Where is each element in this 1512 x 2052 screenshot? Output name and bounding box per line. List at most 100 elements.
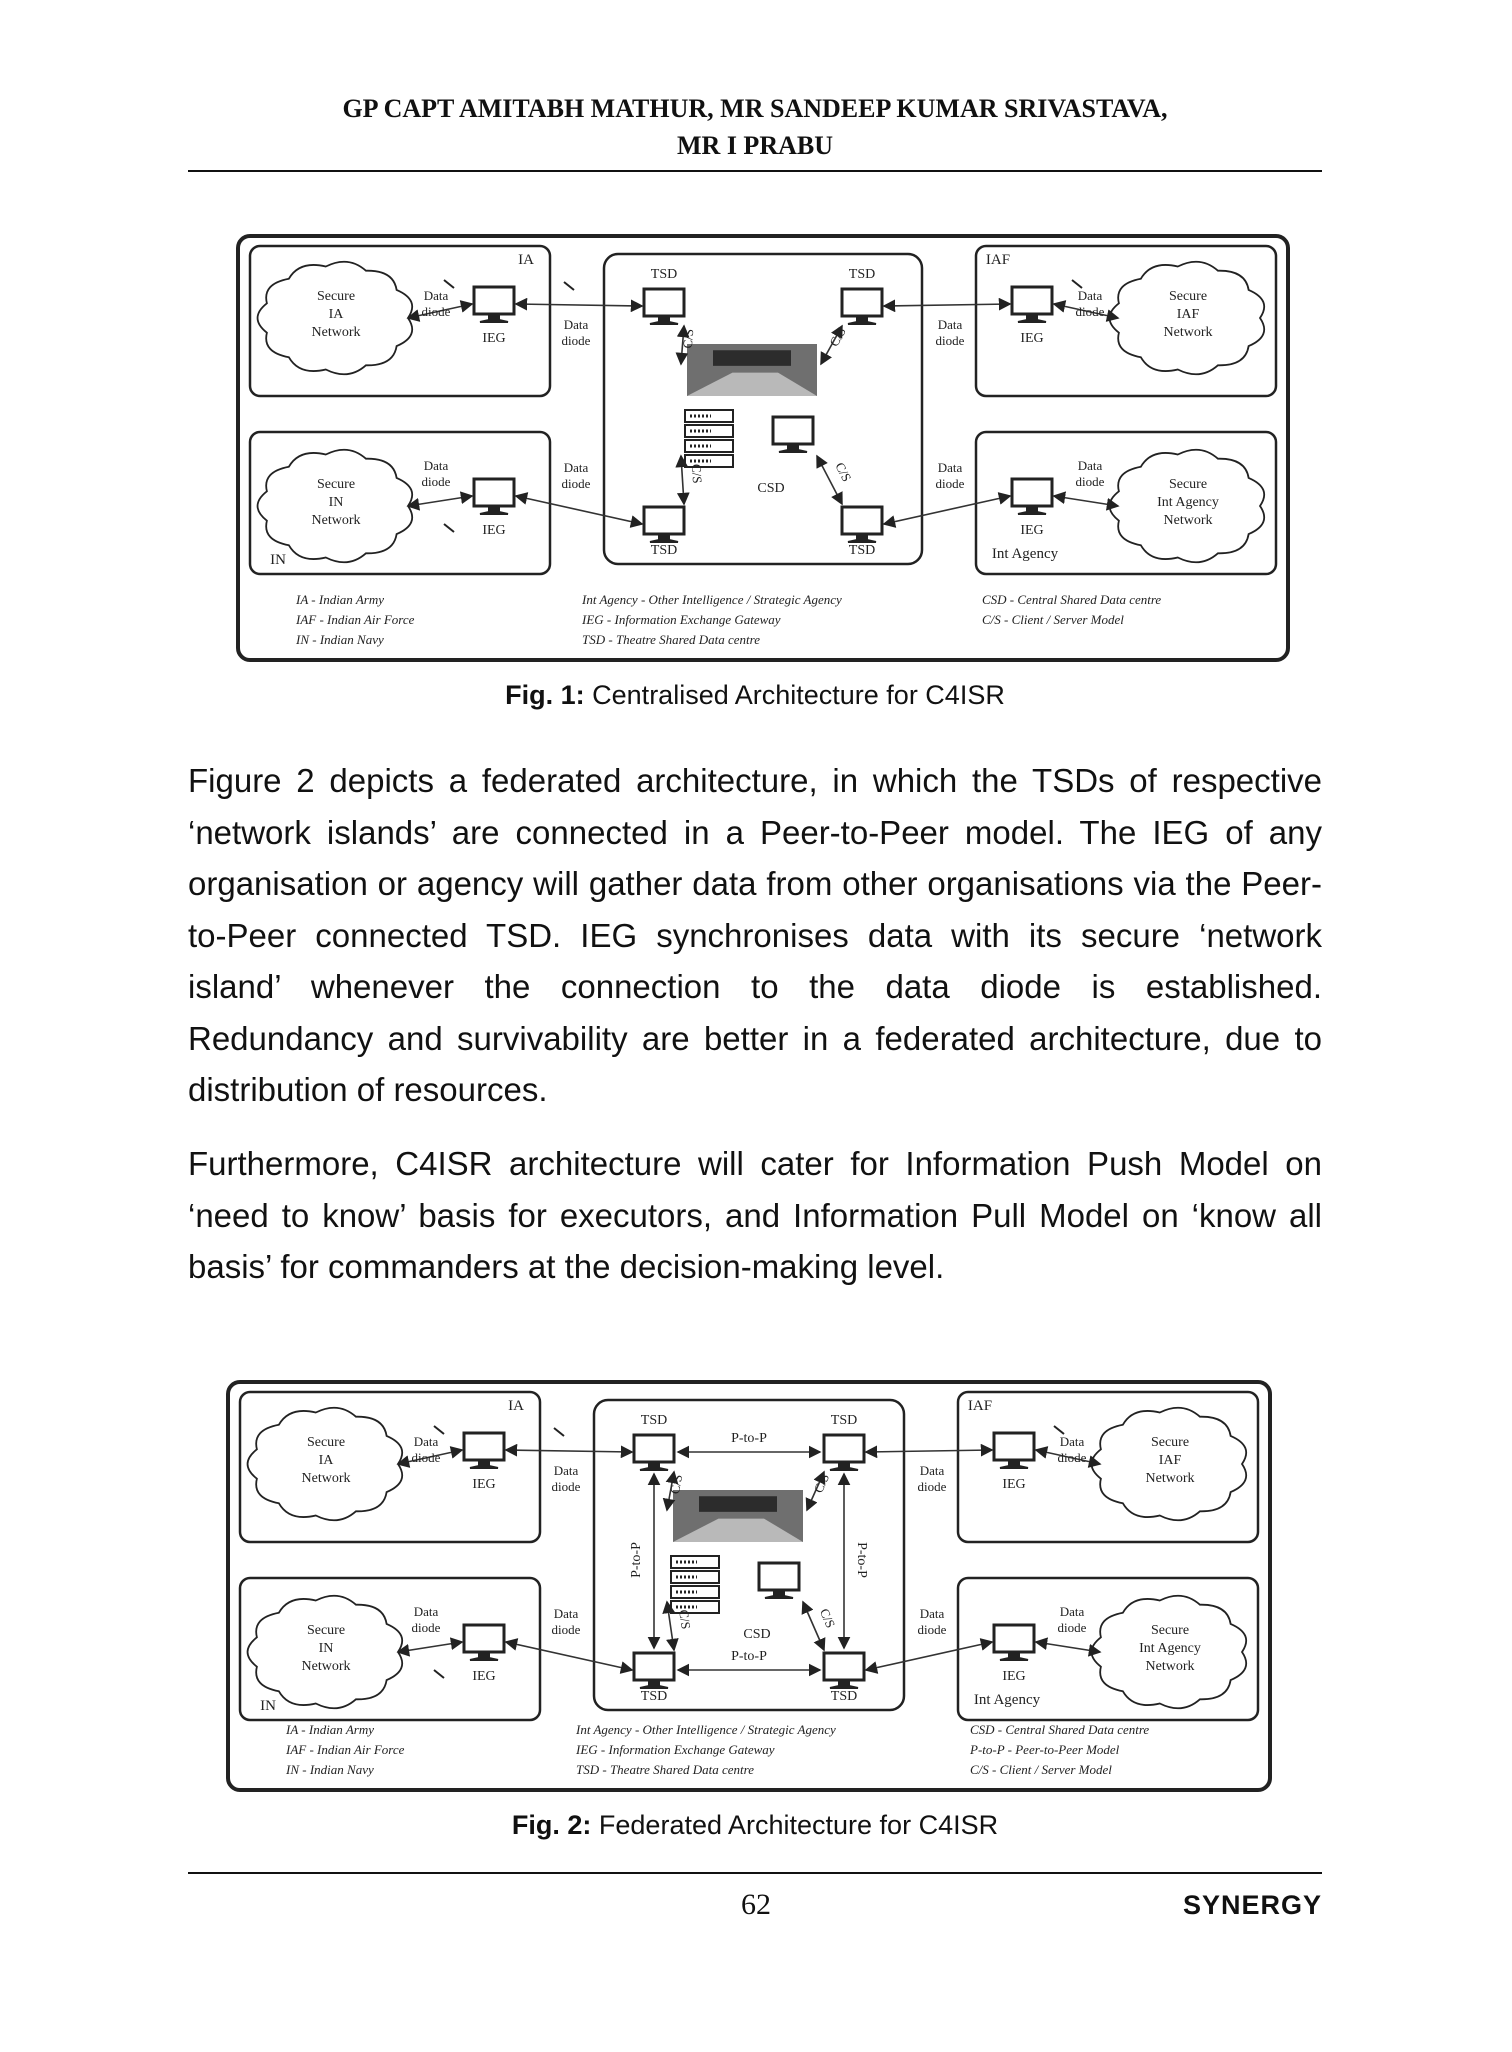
legend-entry: Int Agency - Other Intelligence / Strate… (575, 1722, 836, 1737)
link-cs-br (816, 454, 843, 506)
link-ieg-tsd-in (504, 1638, 634, 1674)
diode-label-data: Data (424, 458, 449, 473)
link-ieg-tsd-in (514, 492, 644, 528)
monitor-stand (639, 1462, 669, 1471)
link-ieg-tsd-ia (504, 1443, 634, 1459)
csd-server-rack-icon (670, 1555, 720, 1614)
diode-switch (1053, 1425, 1065, 1435)
diode-switch (443, 279, 455, 289)
server-unit (670, 1555, 720, 1569)
monitor-screen (1010, 285, 1054, 316)
cs-label-tl: C/S (680, 328, 696, 349)
cloud-label-secure: Secure (307, 1435, 345, 1450)
ia-panel-label: IA (518, 252, 534, 268)
diode-label-data: Data (564, 317, 589, 332)
legend-entry: C/S - Client / Server Model (970, 1762, 1112, 1777)
link-cs-tl (675, 324, 690, 366)
paragraph-2: Furthermore, C4ISR architecture will cat… (188, 1145, 1322, 1285)
legend-entry: P-to-P - Peer-to-Peer Model (969, 1742, 1120, 1757)
server-unit (684, 439, 734, 453)
diode-label-diode: diode (412, 1620, 441, 1635)
diode-label-data: Data (1078, 288, 1103, 303)
ieg-in-label: IEG (472, 1669, 495, 1684)
ieg-in-monitor-icon (462, 1623, 506, 1661)
diode-label-diode: diode (918, 1622, 947, 1637)
monitor-stand (649, 316, 679, 325)
link-cs-bl (675, 454, 690, 506)
monitor-stand (764, 1590, 794, 1599)
csd-server-rack-icon (684, 409, 734, 468)
cloud-label-secure: Secure (1151, 1435, 1189, 1450)
tsd-tl-label: TSD (641, 1413, 667, 1428)
legend-entry: Int Agency - Other Intelligence / Strate… (581, 592, 842, 607)
ieg-int-agency-monitor-icon (992, 1623, 1036, 1661)
in-panel-label: IN (260, 1698, 276, 1714)
server-unit (684, 424, 734, 438)
monitor-stand (639, 1680, 669, 1689)
tsd-tl-monitor-icon (632, 1433, 676, 1471)
tsd-tr-monitor-icon (840, 287, 884, 325)
diode-label-data: Data (414, 1434, 439, 1449)
cloud-label-secure: Secure (1151, 1623, 1189, 1638)
link-ieg-tsd-ia (514, 297, 644, 313)
cloud-label-secure: Secure (1169, 477, 1207, 492)
in-panel-label: IN (270, 552, 286, 568)
monitor-screen (632, 1433, 676, 1464)
diode-label-data: Data (554, 1606, 579, 1621)
legend-entry: IAF - Indian Air Force (285, 1742, 405, 1757)
cs-label-tl: C/S (667, 1473, 685, 1495)
link-ieg-tsd-iaf (864, 1443, 994, 1459)
tsd-bl-monitor-icon (632, 1651, 676, 1689)
diode-label-diode: diode (422, 304, 451, 319)
tsd-tl-monitor-icon (642, 287, 686, 325)
ieg-ia-label: IEG (482, 331, 505, 346)
diode-label-diode: diode (562, 476, 591, 491)
tsd-tr-label: TSD (831, 1413, 857, 1428)
ia-panel-label: IA (508, 1398, 524, 1414)
cloud-label-in: IN (329, 495, 344, 510)
secure-ia-network-cloud (246, 1406, 404, 1522)
cs-label-br: C/S (817, 1606, 839, 1630)
figure-2-caption-label: Fig. 2: (511, 1810, 592, 1840)
diode-label-diode: diode (412, 1450, 441, 1465)
tsd-tr-label: TSD (849, 267, 875, 282)
photo-wall-screen (713, 350, 791, 366)
monitor-screen (992, 1623, 1036, 1654)
diode-label-data: Data (1078, 458, 1103, 473)
cs-label-bl: C/S (689, 464, 705, 484)
footer-rule (188, 1872, 1322, 1874)
diode-label-data: Data (920, 1606, 945, 1621)
figure-1-caption-text: Centralised Architecture for C4ISR (592, 680, 1005, 710)
ieg-iaf-label: IEG (1002, 1477, 1025, 1492)
diode-label-data: Data (1060, 1434, 1085, 1449)
header-authors-line2: MR I PRABU (677, 131, 833, 160)
cloud-label-ia: IA (329, 307, 345, 322)
server-unit (670, 1585, 720, 1599)
diode-label-diode: diode (552, 1622, 581, 1637)
cloud-label-int-agency: Int Agency (1157, 495, 1219, 510)
legend-entry: IN - Indian Navy (295, 632, 384, 647)
cloud-label-iaf: IAF (1177, 307, 1200, 322)
ieg-iaf-monitor-icon (992, 1431, 1036, 1469)
link-cloud-ieg-iaf (1034, 1446, 1102, 1468)
cloud-label-int-agency: Int Agency (1139, 1641, 1201, 1656)
monitor-screen (642, 287, 686, 318)
ieg-ia-monitor-icon (462, 1431, 506, 1469)
monitor-stand (649, 534, 679, 543)
diode-switch (443, 523, 455, 533)
center-tsd-panel (602, 252, 924, 566)
ieg-int-agency-label: IEG (1002, 1669, 1025, 1684)
legend-entry: TSD - Theatre Shared Data centre (582, 632, 760, 647)
diode-label-data: Data (424, 288, 449, 303)
cloud-label-secure: Secure (317, 477, 355, 492)
diode-label-data: Data (938, 460, 963, 475)
server-unit (670, 1570, 720, 1584)
iaf-panel (956, 1390, 1260, 1544)
secure-in-network-cloud (256, 448, 414, 564)
ia-panel (238, 1390, 542, 1544)
paragraph-1: Figure 2 depicts a federated architectur… (188, 762, 1322, 1108)
diode-label-diode: diode (936, 333, 965, 348)
diode-switch (1071, 279, 1083, 289)
